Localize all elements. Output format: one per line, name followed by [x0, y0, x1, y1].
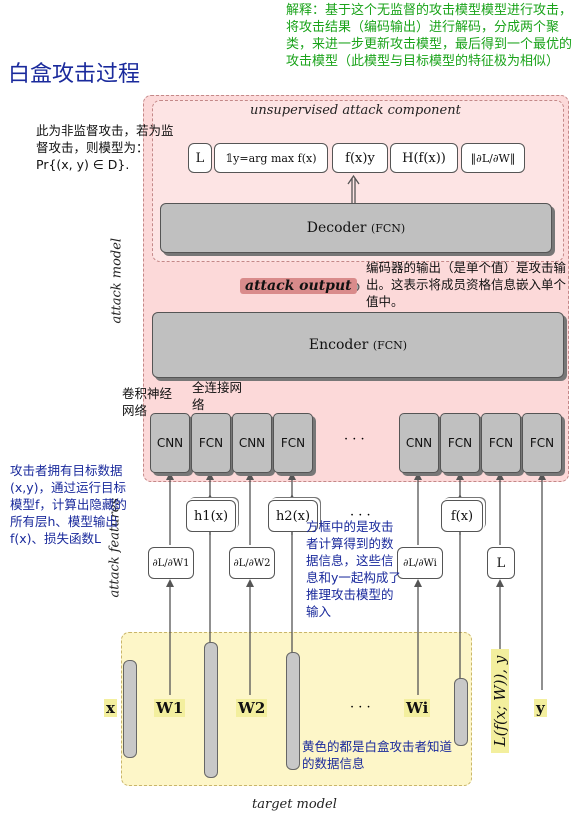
- grad-w2-box: ∂L/∂W2: [229, 547, 275, 579]
- w2-label: W2: [236, 699, 268, 717]
- h2-box: h2(x): [268, 500, 318, 532]
- layer1-pillar: [204, 642, 218, 778]
- cnn-cell: CNN: [399, 413, 439, 473]
- fcn-cell: FCN: [440, 413, 480, 473]
- w1-label: W1: [154, 699, 186, 717]
- encoder-output-note: 编码器的输出（是单个值）是攻击输出。这表示将成员资格信息嵌入单个值中。: [366, 260, 567, 309]
- cnn-cell: CNN: [232, 413, 272, 473]
- encoder-box: Encoder (FCN): [152, 312, 564, 378]
- features-ellipsis: · · ·: [350, 508, 371, 523]
- box-note: 方框中的是攻击者计算得到的数据信息，这些信息和y一起构成了推理攻击模型的输入: [306, 519, 401, 619]
- attacker-has-note: 攻击者拥有目标数据(x,y)，通过运行目标模型f，计算出隐藏的所有层h、模型输出…: [10, 463, 127, 546]
- x-label: x: [104, 699, 117, 717]
- encoder-label: Encoder: [308, 337, 369, 353]
- grad-wi-box: ∂L/∂Wi: [397, 547, 443, 579]
- indicator-box: 𝟙y=arg max f(x): [214, 143, 328, 173]
- entropy-box: H(f(x)): [390, 143, 458, 173]
- attack-output-label: attack output: [240, 278, 357, 294]
- layer2-pillar: [286, 652, 300, 770]
- unsupervised-note: 此为非监督攻击，若为监督攻击，则模型为：Pr{(x, y) ∈ D}.: [36, 123, 174, 172]
- fx-box: f(x): [441, 500, 483, 532]
- fcn-cell: FCN: [481, 413, 521, 473]
- fxy-box: f(x)y: [332, 143, 388, 173]
- input-pillar: [123, 660, 137, 758]
- target-ellipsis: · · ·: [350, 700, 371, 715]
- attack-output-colon: :: [340, 278, 345, 294]
- explanation-note: 解释：基于这个无监督的攻击模型模型进行攻击，将攻击结果（编码输出）进行解码，分成…: [286, 3, 573, 69]
- h1-box: h1(x): [186, 500, 236, 532]
- fcn-cell: FCN: [273, 413, 313, 473]
- fcn-note: 全连接网络: [192, 380, 243, 412]
- fcn-cell: FCN: [191, 413, 231, 473]
- cells-ellipsis: · · ·: [344, 432, 365, 447]
- loss-feature-box: L: [487, 547, 515, 579]
- decoder-box: Decoder (FCN): [160, 203, 552, 253]
- target-model-label: target model: [252, 797, 337, 812]
- page-title: 白盒攻击过程: [8, 62, 141, 87]
- decoder-sub-label: (FCN): [370, 221, 406, 235]
- grad-norm-box: ‖∂L/∂W‖: [461, 143, 525, 173]
- fcn-cell: FCN: [522, 413, 562, 473]
- loss-box: L: [188, 143, 212, 173]
- cnn-cell: CNN: [150, 413, 190, 473]
- unsupervised-component-label: unsupervised attack component: [250, 103, 461, 118]
- output-pillar: [454, 678, 468, 746]
- encoder-sub-label: (FCN): [372, 338, 408, 352]
- loss-label: L(f(x; W)), y: [491, 649, 509, 753]
- yellow-note: 黄色的都是白盒攻击者知道的数据信息: [302, 739, 453, 771]
- cnn-note: 卷积神经网络: [122, 386, 173, 418]
- decoder-label: Decoder: [306, 220, 367, 236]
- attack-model-label: attack model: [109, 237, 125, 324]
- wi-label: Wi: [404, 699, 431, 717]
- y-label: y: [534, 699, 547, 717]
- grad-w1-box: ∂L/∂W1: [148, 547, 194, 579]
